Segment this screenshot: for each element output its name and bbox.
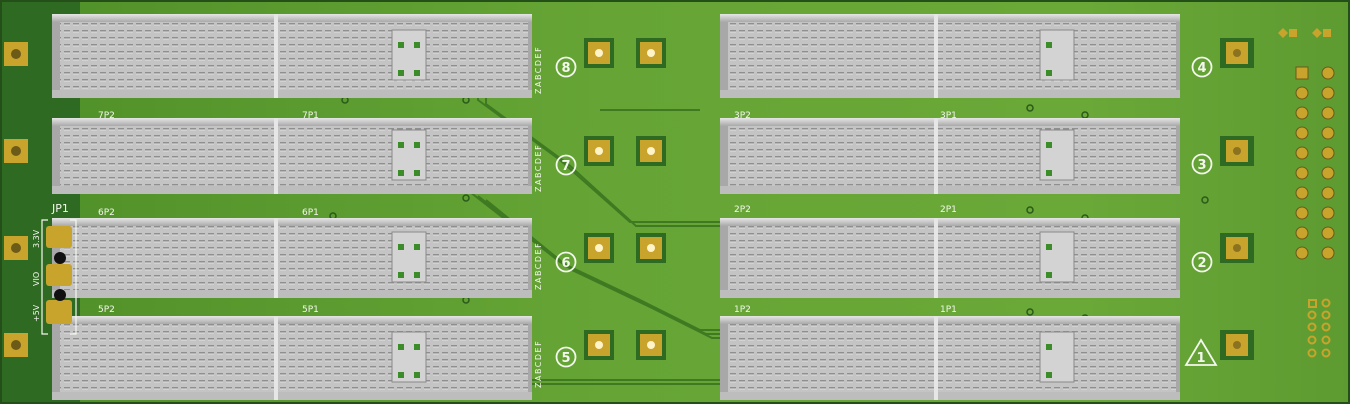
connector-row-4 xyxy=(720,14,1180,98)
slot-number: 1 xyxy=(1196,351,1205,366)
connector-row-3 xyxy=(720,118,1180,194)
header-col-left xyxy=(1295,66,1309,260)
ref-5P1: 5P1 xyxy=(302,305,319,315)
column-letters: ZABCDEF xyxy=(534,144,543,192)
mounting-pad xyxy=(4,333,28,357)
mounting-pad xyxy=(4,139,28,163)
slot-number: 2 xyxy=(1197,256,1206,271)
ref-3P1: 3P1 xyxy=(940,111,957,121)
connector-row-2 xyxy=(720,218,1180,298)
ref-1P1: 1P1 xyxy=(940,305,957,315)
jumper-jp1: JP1 3.3V VIO +5V xyxy=(32,202,77,335)
jumper-outline xyxy=(41,219,48,335)
slot-marker-8: 8 xyxy=(555,56,577,78)
header-col-right xyxy=(1321,66,1335,260)
left-mounting-pads xyxy=(4,42,28,357)
mounting-pad xyxy=(4,42,28,66)
jumper-ref: JP1 xyxy=(51,202,69,215)
ref-1P2: 1P2 xyxy=(734,305,751,315)
slot-marker-6: 6 xyxy=(555,251,577,273)
center-pads xyxy=(584,38,666,360)
small-top-pads xyxy=(1278,28,1331,38)
warning-triangle-icon xyxy=(1184,338,1218,366)
slot-number: 6 xyxy=(561,256,570,271)
jumper-label-5v: +5V xyxy=(32,304,41,322)
column-letters: ZABCDEF xyxy=(534,340,543,388)
ref-2P2: 2P2 xyxy=(734,205,751,215)
slot-marker-4: 4 xyxy=(1191,56,1213,78)
right-pads xyxy=(1220,38,1254,360)
column-letters: ZABCDEF xyxy=(534,242,543,290)
ref-6P2: 6P2 xyxy=(98,208,115,218)
slot-marker-2: 2 xyxy=(1191,251,1213,273)
jumper-label-vio: VIO xyxy=(32,272,41,286)
slot-number: 5 xyxy=(561,351,570,366)
connector-reference-labels: 7P2 7P1 6P2 6P1 5P2 5P1 3P2 3P1 2P2 2P1 … xyxy=(98,111,957,315)
slot-number: 7 xyxy=(561,159,570,174)
right-edge-header xyxy=(1278,28,1335,358)
slot-number: 3 xyxy=(1197,158,1206,173)
ref-5P2: 5P2 xyxy=(98,305,115,315)
pad-pair-row-6 xyxy=(584,233,666,263)
slot-number-markers-right: 4 3 2 1 xyxy=(1184,56,1218,366)
connector-row-7 xyxy=(52,118,532,194)
pad-pair-row-8 xyxy=(584,38,666,68)
pcb-traces xyxy=(469,92,722,385)
slot-marker-7: 7 xyxy=(555,154,577,176)
ref-7P2: 7P2 xyxy=(98,111,115,121)
ref-3P2: 3P2 xyxy=(734,111,751,121)
connector-row-1 xyxy=(720,316,1180,400)
slot-marker-5: 5 xyxy=(555,346,577,368)
ref-6P1: 6P1 xyxy=(302,208,319,218)
connector-row-5 xyxy=(52,316,532,400)
column-letters: ZABCDEF xyxy=(534,46,543,94)
slot-marker-3: 3 xyxy=(1191,153,1213,175)
mounting-pad xyxy=(4,236,28,260)
jumper-pins xyxy=(46,226,72,324)
slot-number: 4 xyxy=(1197,61,1206,76)
slot-number: 8 xyxy=(561,61,570,76)
connector-row-8 xyxy=(52,14,532,98)
small-pin-header xyxy=(1307,298,1331,358)
column-letter-strips: ZABCDEF ZABCDEF ZABCDEF ZABCDEF xyxy=(534,46,543,388)
ref-7P1: 7P1 xyxy=(302,111,319,121)
ref-2P1: 2P1 xyxy=(940,205,957,215)
slot-marker-1: 1 xyxy=(1184,338,1218,366)
pad-pair-row-7 xyxy=(584,136,666,166)
connector-row-6 xyxy=(52,218,532,298)
slot-number-markers-left: 8 7 6 5 xyxy=(555,56,577,368)
jumper-label-3v3: 3.3V xyxy=(32,229,41,248)
pad-pair-row-5 xyxy=(584,330,666,360)
